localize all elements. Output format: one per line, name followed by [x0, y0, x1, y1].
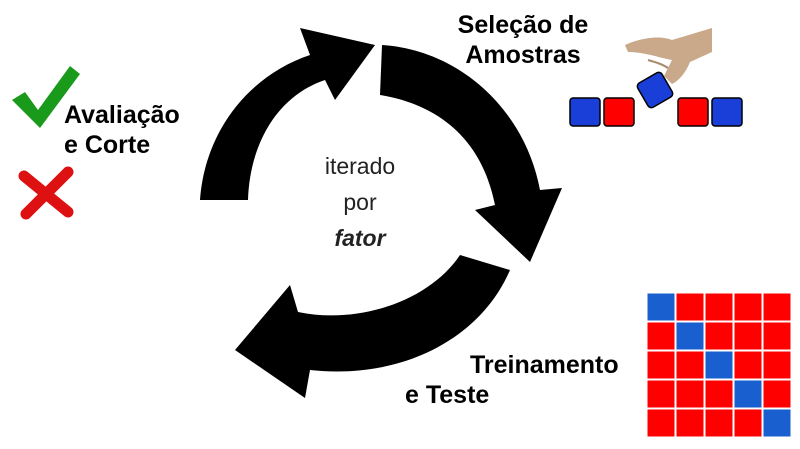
training-label: Treinamento e Teste	[405, 350, 645, 410]
sample-square-4	[711, 97, 743, 127]
matrix-cell	[704, 292, 734, 322]
center-caption: iterado por fator	[290, 148, 430, 256]
matrix-cell	[646, 350, 676, 380]
training-line2: e Teste	[405, 381, 490, 409]
matrix-cell	[733, 292, 763, 322]
cycle-arrow-bottom	[235, 255, 510, 398]
check-icon	[12, 66, 80, 128]
sample-selection-label: Seleção de Amostras	[438, 10, 608, 70]
center-line-1: iterado	[324, 153, 396, 179]
cycle-arrow-right	[380, 45, 562, 262]
picked-sample-square	[636, 71, 674, 109]
matrix-cell	[762, 292, 792, 322]
center-line-3: fator	[334, 225, 386, 251]
matrix-cell	[704, 321, 734, 351]
matrix-cell	[733, 321, 763, 351]
matrix-cell-diagonal	[646, 292, 676, 322]
matrix-cell	[704, 379, 734, 409]
matrix-cell	[675, 408, 705, 438]
matrix-cell	[646, 408, 676, 438]
sample-square-1	[569, 97, 601, 127]
matrix-cell	[762, 350, 792, 380]
matrix-cell	[762, 321, 792, 351]
matrix-cell-diagonal	[675, 321, 705, 351]
matrix-cell	[733, 408, 763, 438]
matrix-cell	[675, 350, 705, 380]
evaluation-line1: Avaliação	[64, 101, 180, 129]
matrix-cell	[675, 292, 705, 322]
matrix-cell-diagonal	[733, 379, 763, 409]
training-line1: Treinamento	[470, 351, 619, 379]
sample-selection-line1: Seleção de	[457, 11, 589, 39]
sample-square-2	[603, 97, 635, 127]
matrix-cell	[704, 408, 734, 438]
matrix-cell-diagonal	[704, 350, 734, 380]
sample-selection-line2: Amostras	[465, 41, 581, 69]
matrix-cell	[762, 379, 792, 409]
cycle-arrow-top	[200, 28, 375, 200]
matrix-cell-diagonal	[762, 408, 792, 438]
sample-square-3	[677, 97, 709, 127]
evaluation-label: Avaliação e Corte	[64, 100, 214, 160]
evaluation-line2: e Corte	[64, 131, 151, 159]
center-line-2: por	[343, 189, 377, 215]
matrix-cell	[646, 379, 676, 409]
matrix-cell	[675, 379, 705, 409]
hand-picking-icon	[625, 28, 712, 84]
matrix-cell	[733, 350, 763, 380]
cross-icon	[18, 166, 74, 220]
matrix-cell	[646, 321, 676, 351]
